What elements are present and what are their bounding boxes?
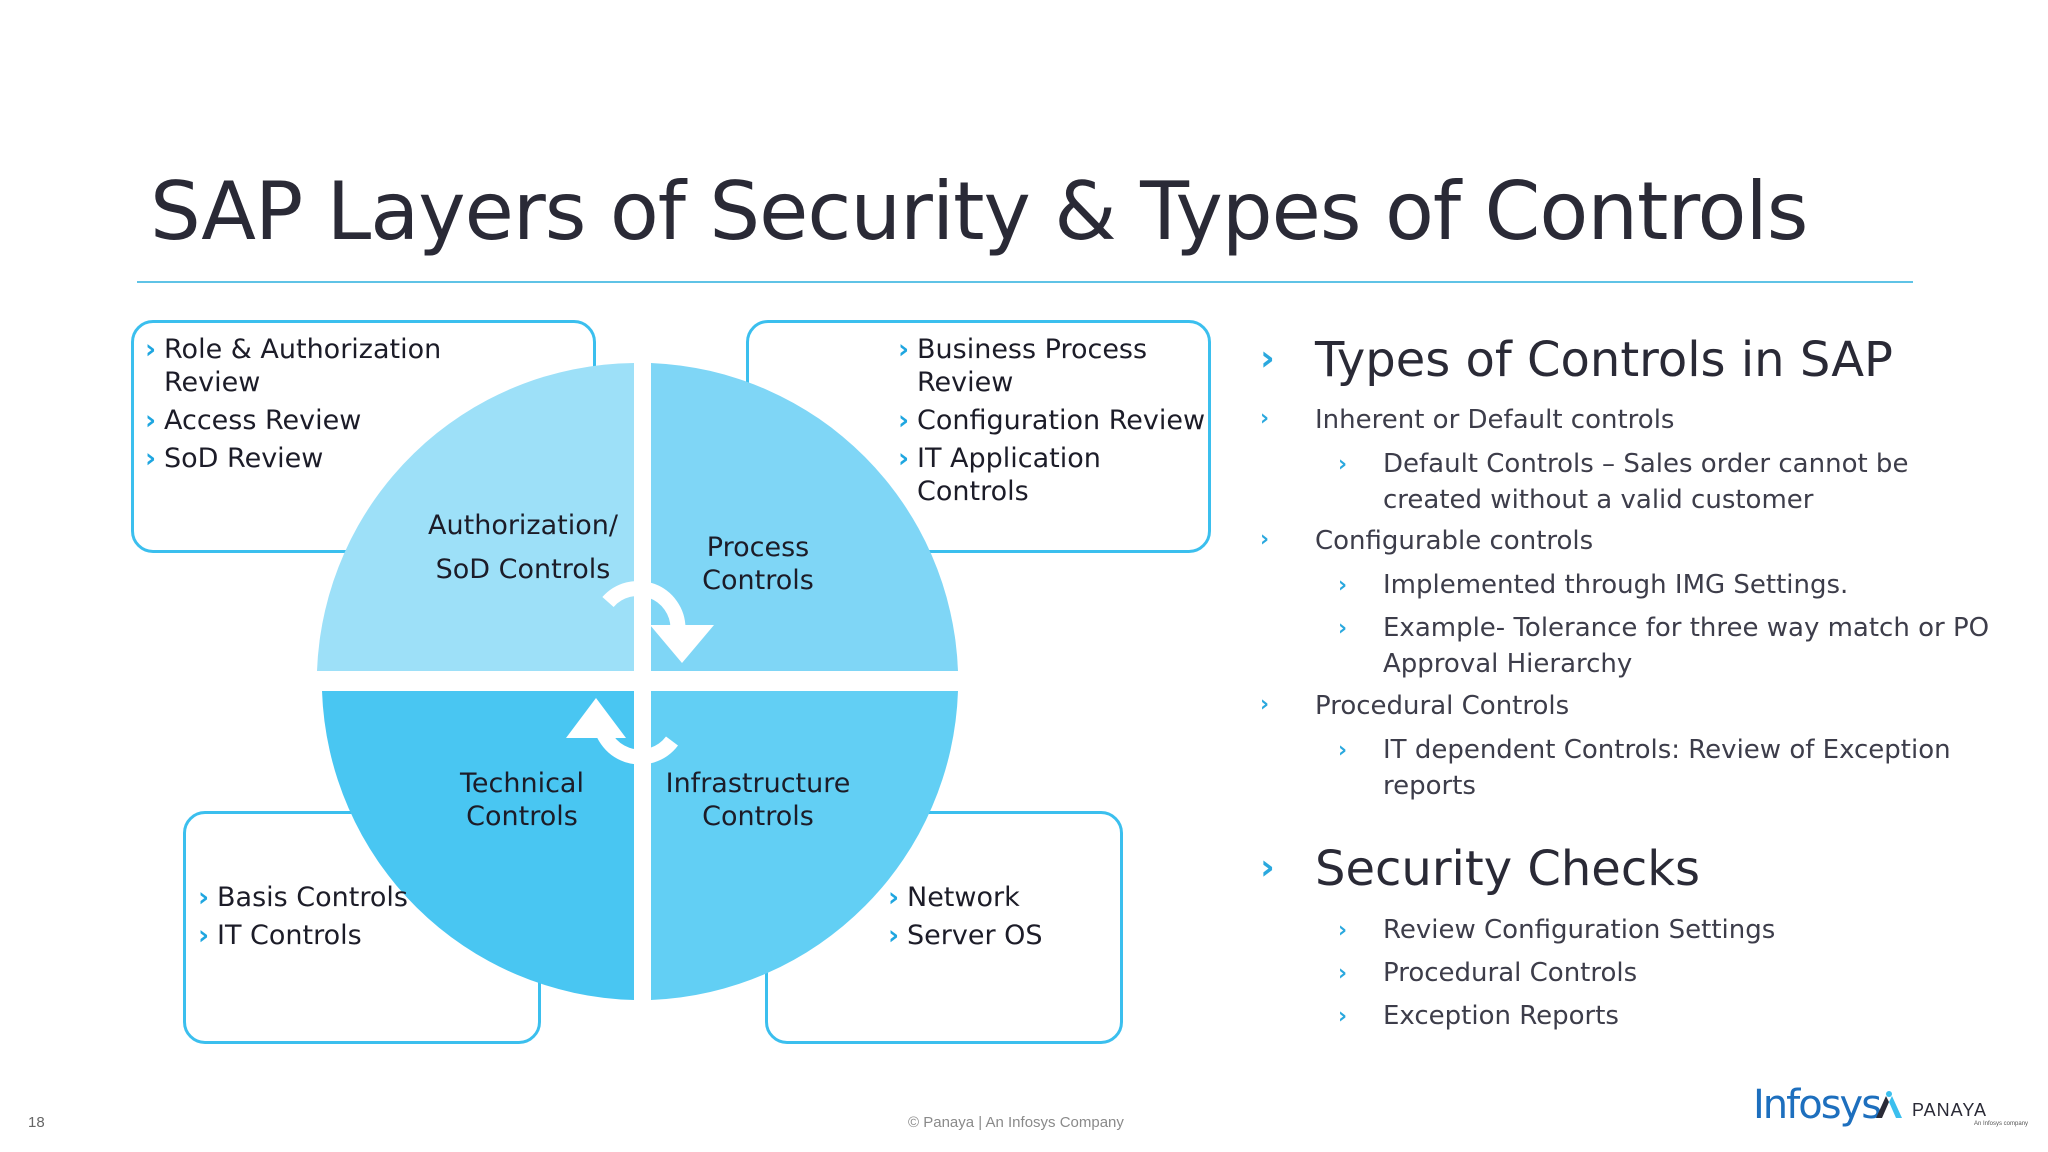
quadrant-label-technical-1: Technical [459, 768, 584, 799]
types-item-procedural: ›Procedural Controls [1260, 691, 1570, 721]
chevron-right-icon: › [1260, 847, 1275, 888]
list-item: ›IT Controls [198, 920, 362, 951]
panaya-logo: PANAYA An Infosys company [1872, 1090, 2028, 1130]
chevron-right-icon: › [145, 334, 157, 365]
chevron-right-icon: › [145, 443, 157, 474]
types-subitem: ›Example- Tolerance for three way match … [1338, 613, 1990, 679]
title-underline [137, 281, 1913, 283]
quadrant-label-authorization-2: SoD Controls [436, 554, 611, 585]
chevron-right-icon: › [1338, 452, 1348, 477]
list-item: ›Server OS [888, 920, 1043, 951]
list-item: ›Access Review [145, 405, 362, 436]
chevron-right-icon: › [1338, 1004, 1348, 1029]
footer-copyright: © Panaya | An Infosys Company [908, 1114, 1124, 1131]
checks-heading: ›Security Checks [1260, 841, 1701, 897]
list-top-left: ›Role & Authorization Review ›Access Rev… [145, 333, 545, 480]
panaya-mark-icon [1876, 1091, 1902, 1118]
checks-item: ›Procedural Controls [1338, 955, 1637, 991]
chevron-right-icon: › [888, 920, 900, 951]
list-item: ›Configuration Review [898, 405, 1206, 436]
page-title: SAP Layers of Security & Types of Contro… [150, 165, 1808, 258]
checks-item: ›Exception Reports [1338, 998, 1619, 1034]
list-item: ›IT Application Controls [898, 443, 1101, 507]
list-item: ›Network [888, 882, 1020, 913]
chevron-right-icon: › [898, 334, 910, 365]
infosys-logo: Infosys [1753, 1082, 1882, 1128]
chevron-right-icon: › [1260, 527, 1270, 552]
types-subitem: ›Default Controls – Sales order cannot b… [1338, 449, 1909, 515]
list-item: ›Basis Controls [198, 882, 408, 913]
chevron-right-icon: › [898, 443, 910, 474]
types-item-inherent: ›Inherent or Default controls [1260, 405, 1675, 435]
checks-item: ›Review Configuration Settings [1338, 912, 1775, 948]
chevron-right-icon: › [1260, 692, 1270, 717]
chevron-right-icon: › [1338, 961, 1348, 986]
quadrant-label-process-2: Controls [702, 565, 814, 596]
chevron-right-icon: › [1338, 573, 1348, 598]
list-bottom-left: ›Basis Controls ›IT Controls [198, 881, 498, 957]
chevron-right-icon: › [198, 920, 210, 951]
page-number: 18 [28, 1114, 45, 1131]
chevron-right-icon: › [1260, 338, 1275, 379]
types-heading: ›Types of Controls in SAP [1260, 332, 1893, 388]
list-bottom-right: ›Network ›Server OS [888, 881, 1138, 957]
types-subitem: ›Implemented through IMG Settings. [1338, 567, 1848, 603]
list-top-right: ›Business Process Review ›Configuration … [898, 333, 1208, 513]
list-item: ›Role & Authorization Review [145, 334, 442, 398]
chevron-right-icon: › [888, 882, 900, 913]
types-item-configurable: ›Configurable controls [1260, 526, 1594, 556]
types-subitem: ›IT dependent Controls: Review of Except… [1338, 735, 1951, 801]
list-item: ›SoD Review [145, 443, 324, 474]
chevron-right-icon: › [1338, 738, 1348, 763]
chevron-right-icon: › [1260, 406, 1270, 431]
quadrant-label-infrastructure-1: Infrastructure [666, 768, 851, 799]
cycle-arrows-icon [566, 580, 714, 765]
chevron-right-icon: › [898, 405, 910, 436]
list-item: ›Business Process Review [898, 334, 1148, 398]
chevron-right-icon: › [198, 882, 210, 913]
chevron-right-icon: › [145, 405, 157, 436]
chevron-right-icon: › [1338, 616, 1348, 641]
chevron-right-icon: › [1338, 918, 1348, 943]
